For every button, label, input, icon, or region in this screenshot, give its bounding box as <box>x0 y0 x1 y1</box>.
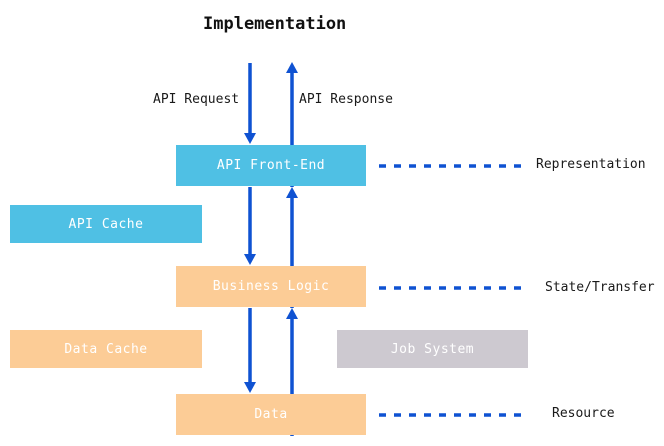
node-label: Job System <box>390 341 475 357</box>
edge-label-api-request: API Request <box>153 92 240 107</box>
node-business-logic[interactable]: Business Logic <box>176 266 366 307</box>
side-label-representation: Representation <box>536 157 646 172</box>
page-title: Implementation <box>203 14 347 34</box>
node-label: Data Cache <box>64 341 148 357</box>
arrow-request-into-front-end <box>244 63 256 144</box>
node-job-system[interactable]: Job System <box>337 330 528 368</box>
edge-label-api-response: API Response <box>299 92 393 107</box>
node-label: API Cache <box>68 216 144 232</box>
side-label-resource: Resource <box>552 406 615 421</box>
side-label-state-transfer: State/Transfer <box>545 280 655 295</box>
arrow-front-end-to-business-logic <box>244 187 256 265</box>
node-api-cache[interactable]: API Cache <box>10 205 202 243</box>
node-label: Business Logic <box>212 279 330 294</box>
node-data[interactable]: Data <box>176 394 366 435</box>
node-data-cache[interactable]: Data Cache <box>10 330 202 368</box>
node-api-front-end[interactable]: API Front-End <box>176 145 366 186</box>
node-label: Data <box>254 407 288 422</box>
arrow-business-logic-to-data <box>244 308 256 393</box>
node-label: API Front-End <box>216 158 326 173</box>
